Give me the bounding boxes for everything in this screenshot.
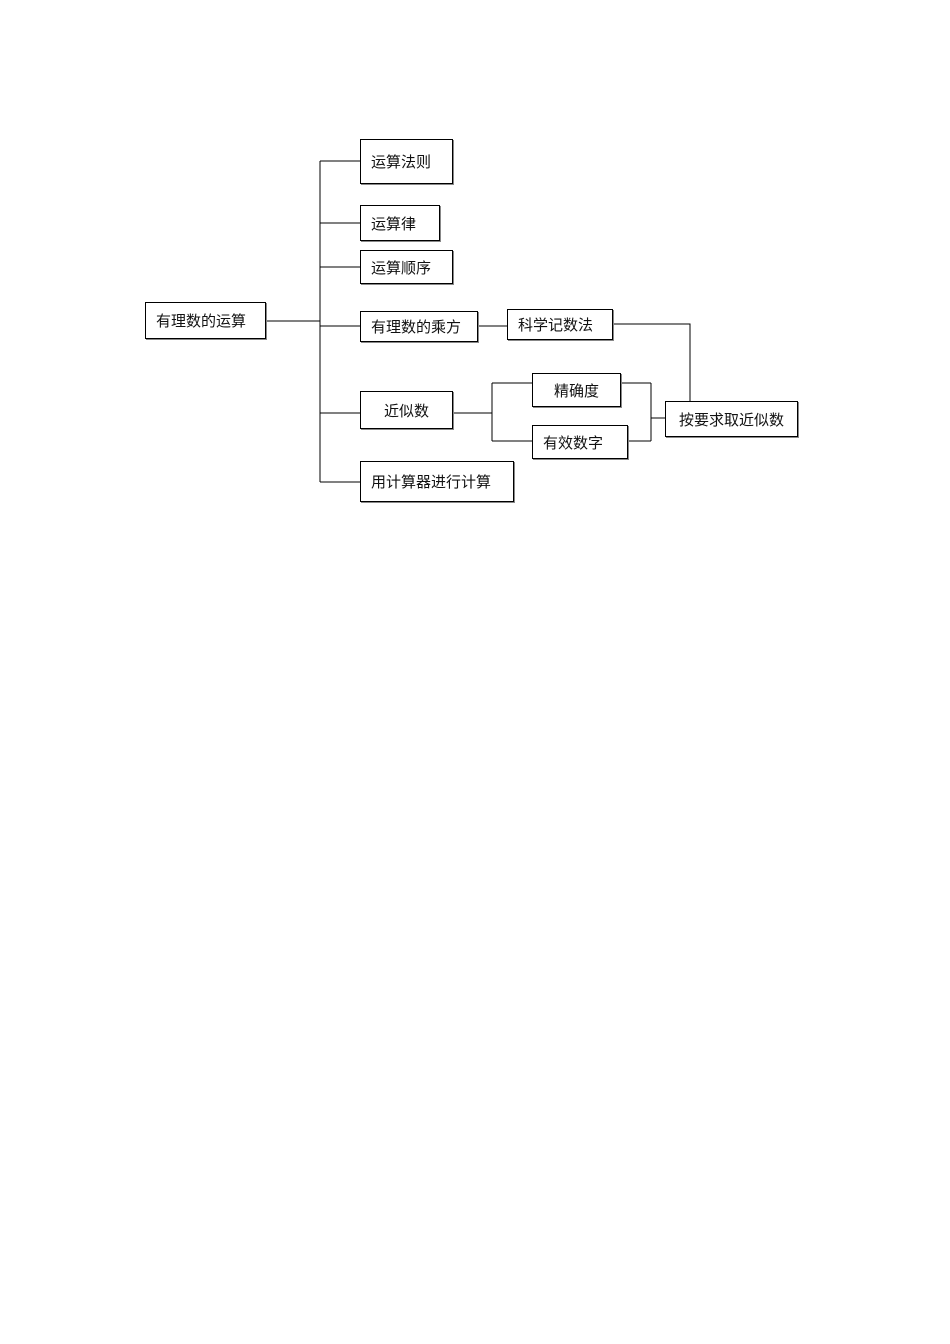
node-rules: 运算法则 — [360, 139, 453, 184]
root-node: 有理数的运算 — [145, 302, 266, 339]
node-laws: 运算律 — [360, 205, 440, 241]
node-calculator: 用计算器进行计算 — [360, 461, 514, 502]
node-approx: 近似数 — [360, 391, 453, 429]
node-approximate-as-required: 按要求取近似数 — [665, 401, 798, 437]
scientific-to-approx-connector — [612, 323, 691, 403]
node-accuracy: 精确度 — [532, 373, 621, 407]
node-order: 运算顺序 — [360, 250, 453, 284]
node-power: 有理数的乘方 — [360, 311, 478, 342]
node-significant-figures: 有效数字 — [532, 425, 628, 459]
node-scientific-notation: 科学记数法 — [507, 309, 613, 340]
